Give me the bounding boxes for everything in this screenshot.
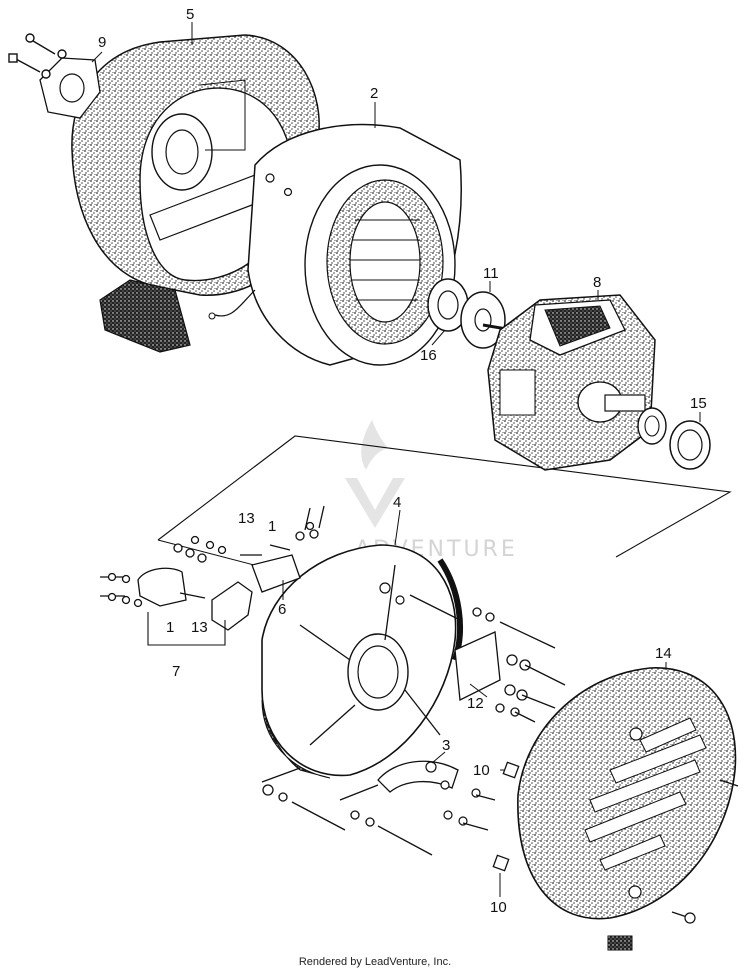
callout-4: 4 <box>393 494 401 511</box>
callout-12: 12 <box>467 695 484 712</box>
callout-10b: 10 <box>490 899 507 916</box>
callout-3: 3 <box>442 737 450 754</box>
rear-bearing-part <box>637 407 711 470</box>
callout-9: 9 <box>98 34 106 51</box>
callout-7: 7 <box>172 663 180 680</box>
callout-10a: 10 <box>473 762 490 779</box>
callout-16: 16 <box>420 347 437 364</box>
callout-labels: 5 9 2 11 8 16 15 4 13 1 6 1 13 7 14 12 3… <box>98 6 707 916</box>
callout-6: 6 <box>278 601 286 618</box>
gearbox-assembly-part <box>487 294 656 471</box>
callout-11: 11 <box>483 265 499 282</box>
brush-holder-part <box>173 505 325 593</box>
callout-13a: 13 <box>238 510 255 527</box>
guide-frame-line <box>157 435 732 558</box>
bearing-part <box>427 278 469 332</box>
flange-plate-part <box>8 33 101 119</box>
callout-1b: 1 <box>166 619 174 636</box>
callout-5: 5 <box>186 6 194 23</box>
callout-15: 15 <box>690 395 707 412</box>
callout-8: 8 <box>593 274 601 291</box>
bracket-part <box>409 594 566 723</box>
flange-ring-part <box>460 291 526 349</box>
brush-arc-part <box>377 760 496 831</box>
footer-credit: Rendered by LeadVenture, Inc. <box>298 956 452 968</box>
leader-lines <box>91 22 701 897</box>
callout-13b: 13 <box>191 619 208 636</box>
front-bracket-part <box>261 544 463 779</box>
callout-2: 2 <box>370 85 378 102</box>
through-bolts-part <box>261 767 433 856</box>
stator-part <box>208 123 462 366</box>
clip-part <box>492 761 520 872</box>
callout-14: 14 <box>655 645 672 662</box>
end-cover-part <box>517 667 739 951</box>
brush-holder-lower-part <box>100 567 253 646</box>
watermark-logo <box>345 420 405 528</box>
callout-1a: 1 <box>268 518 276 535</box>
